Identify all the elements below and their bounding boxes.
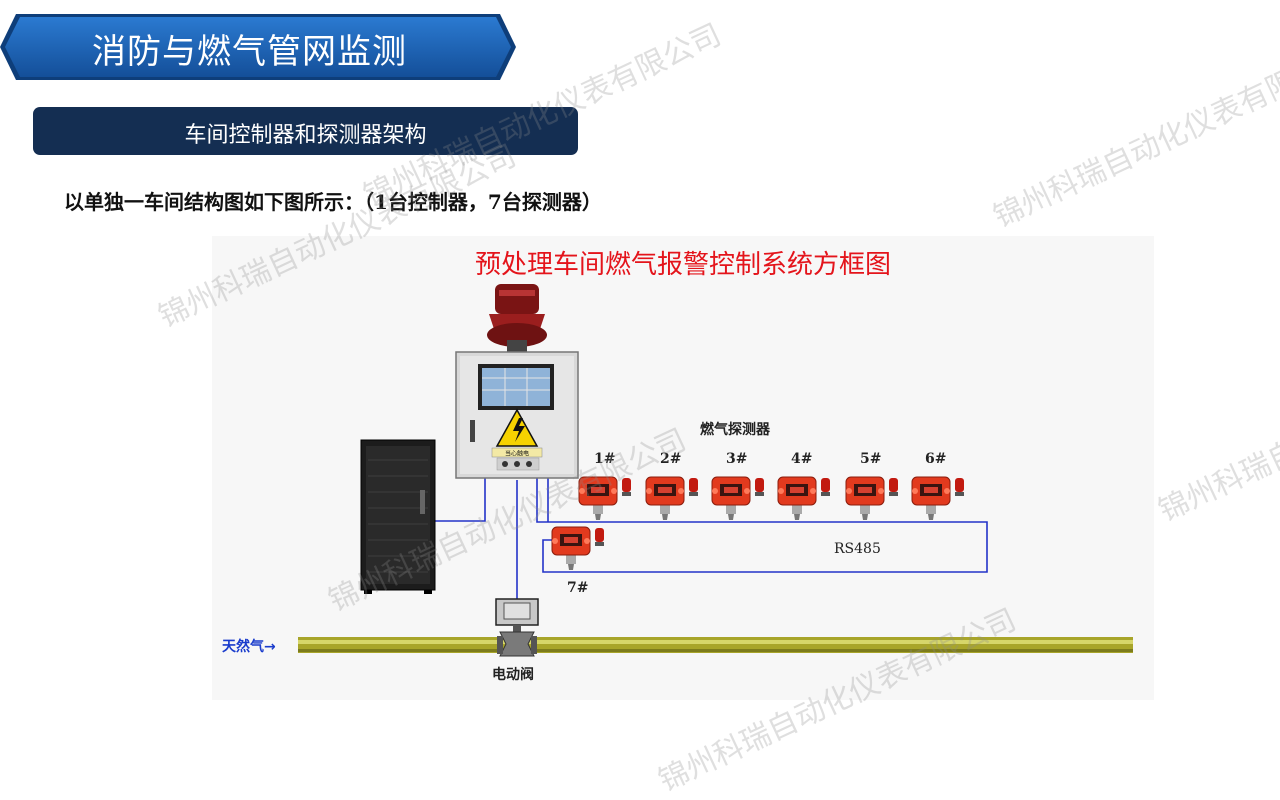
gas-detector-4 [777, 476, 830, 520]
gas-detector-1 [578, 476, 631, 520]
detector-label-2: 2# [660, 451, 682, 467]
rs485-label: RS485 [834, 541, 881, 557]
detector-label-3: 3# [726, 451, 748, 467]
valve-label: 电动阀 [492, 667, 534, 683]
detector-label-6: 6# [925, 451, 947, 467]
title-banner-shape [0, 14, 516, 80]
diagram-title: 预处理车间燃气报警控制系统方框图 [474, 250, 891, 280]
gas-detector-3 [711, 476, 764, 520]
detector-label-5: 5# [860, 451, 882, 467]
gas-pipe-label: 天然气→ [222, 639, 276, 655]
alarm-siren [487, 284, 547, 354]
gas-detector-6 [911, 476, 964, 520]
detector-group-label: 燃气探测器 [700, 422, 770, 438]
page-title: 消防与燃气管网监测 [92, 32, 407, 72]
diagram-drawing: 当心触电 [298, 284, 1133, 657]
gas-detector-5 [845, 476, 898, 520]
gas-pipe [298, 637, 1133, 653]
gas-detectors [551, 476, 964, 570]
gas-detector-2 [645, 476, 698, 520]
server-rack [360, 439, 436, 594]
section-bar: 车间控制器和探测器架构 [33, 107, 578, 155]
gas-detector-7 [551, 526, 604, 570]
intro-text: 以单独一车间结构图如下图所示：（1台控制器，7台探测器） [64, 190, 602, 214]
warning-sign-text: 当心触电 [505, 450, 529, 458]
detector-label-4: 4# [791, 451, 813, 467]
controller-cabinet [455, 351, 579, 479]
section-title: 车间控制器和探测器架构 [184, 123, 427, 148]
detector-label-1: 1# [594, 451, 616, 467]
electric-valve [495, 598, 539, 657]
detector-label-7: 7# [567, 580, 589, 596]
wiring [435, 478, 988, 605]
